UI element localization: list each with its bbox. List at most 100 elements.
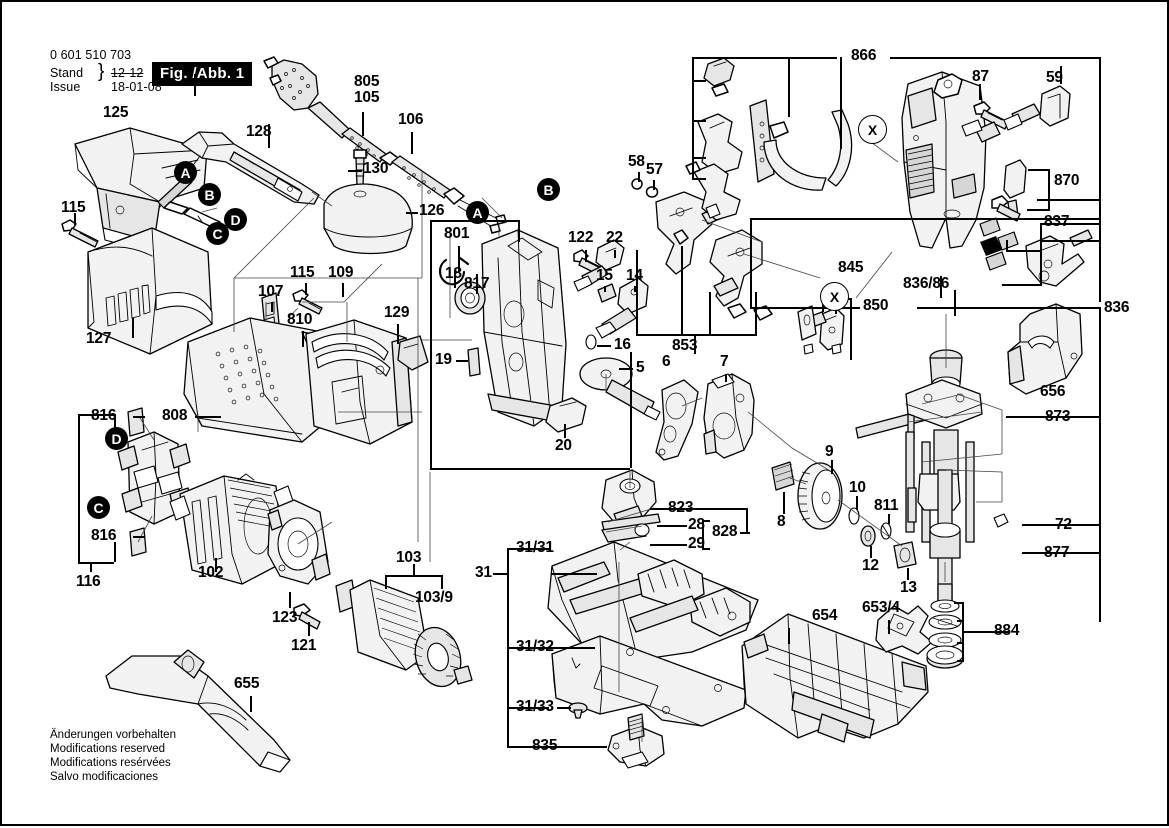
part-656-art [1007,303,1083,395]
leader-57 [653,180,655,190]
part-29-art [601,523,650,543]
callout-870: 870 [1054,172,1080,189]
callout-835: 835 [532,737,558,754]
callout-836: 836 [1104,299,1130,316]
motor-housing-art [901,71,987,249]
bullet-x-2: X [820,282,849,311]
rule-870 [1037,199,1099,201]
callout-8: 8 [777,513,786,530]
part-654-art [741,613,929,743]
stand-date: 12-12 [111,66,144,80]
rule-850-leftv [750,218,752,308]
rule-866-g2 [692,120,706,122]
leader-126 [406,212,418,214]
part-87-art [973,101,1009,130]
leader-58 [638,172,640,182]
rule-31-33-lead [557,707,571,709]
rule-103-v2 [441,575,443,589]
part-835-art [607,713,665,769]
callout-853: 853 [672,337,698,354]
leader-808 [195,416,221,418]
rule-837-tick-v [1006,240,1008,252]
callout-31: 31 [475,564,492,581]
callout-877: 877 [1044,544,1070,561]
callout-14: 14 [626,267,643,284]
footer-de: Änderungen vorbehalten [50,729,176,741]
part-number: 0 601 510 703 [50,48,132,62]
rule-801-v [430,220,432,468]
leader-801 [458,246,460,272]
callout-816a: 816 [91,407,117,424]
rule-103-v1 [385,575,387,589]
callout-106: 106 [398,111,424,128]
leader-121 [308,622,310,636]
rule-884-t4 [957,660,964,662]
bullet-b-2: B [537,178,560,201]
part-6-art [655,379,699,461]
callout-828: 828 [712,523,738,540]
leader-115a [74,213,76,225]
leader-13 [907,568,909,580]
rule-828-t [702,520,710,522]
part-816a-art [127,407,145,437]
part-9-art [797,462,843,530]
bullet-a-1: A [174,161,197,184]
part-823-art [601,469,657,525]
rule-837-tick [1006,250,1040,252]
rule-801-rv [630,352,632,468]
rule-853-v2 [681,246,683,336]
rule-853-v4 [755,292,757,336]
rule-837-top [1040,223,1100,225]
part-801-art [481,229,567,427]
leader-811 [888,514,890,524]
rule-884-t1 [954,602,964,604]
leader-18 [454,270,456,288]
part-811-art [880,522,892,540]
callout-836-86: 836/86 [903,275,950,292]
part-816b-art [129,527,147,557]
rule-31-33 [507,707,549,709]
rule-823-h [650,508,746,510]
rule-116-bv [114,542,116,562]
callout-866: 866 [851,47,877,64]
callout-873: 873 [1045,408,1071,425]
rule-116-tv [114,414,116,432]
rule-116-t [78,414,114,416]
rule-866-g4 [692,178,706,180]
part-115a-art [61,219,99,248]
part-31-31-art [547,541,759,661]
rule-850-left [750,307,860,309]
part-7-art [703,373,755,459]
callout-9: 9 [825,443,834,460]
rule-877 [1022,552,1100,554]
leader-107 [271,302,273,312]
rule-870-v [1048,169,1050,199]
part-116-art [117,431,193,525]
leader-853 [694,334,696,354]
rule-31-tick [493,573,507,575]
rule-828-b [702,548,710,550]
callout-6: 6 [662,353,671,370]
bullet-a-2: A [466,201,489,224]
callout-116: 116 [76,573,101,590]
rule-31-31 [507,548,551,550]
leader-130 [348,170,362,172]
callout-10: 10 [849,479,866,496]
rule-853-v3 [709,292,711,336]
callout-655: 655 [234,675,260,692]
rule-870-tick2 [1027,209,1049,211]
part-836-86-art [979,217,1019,271]
part-810-art [183,317,355,443]
rule-116-b [78,562,114,564]
callout-654: 654 [812,607,838,624]
rule-884-v [962,602,964,660]
rule-28 [657,525,687,527]
callout-128: 128 [246,123,272,140]
callout-29: 29 [688,535,705,552]
callout-59: 59 [1046,69,1063,86]
callout-18: 18 [445,265,462,282]
part-870-art [1003,159,1027,219]
rule-870-tick [1028,169,1048,171]
part-15-art [597,283,617,303]
